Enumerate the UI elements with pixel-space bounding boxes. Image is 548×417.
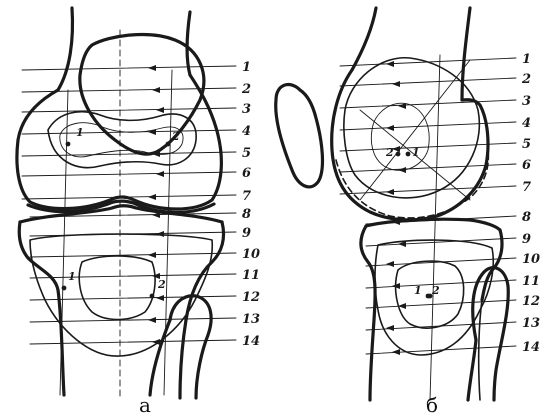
- level-arrow-b: [398, 167, 406, 173]
- reference-point-label: 2: [171, 130, 180, 143]
- level-line-a: [22, 152, 236, 156]
- level-arrow-a: [148, 194, 156, 200]
- level-line-b: [366, 238, 516, 246]
- axis-vertical-b: [430, 55, 440, 400]
- level-label-b: 4: [522, 116, 531, 131]
- axis-vertical-left: [60, 90, 68, 395]
- tibia-inner-contour: [79, 256, 155, 320]
- caption-b: б: [426, 393, 438, 417]
- level-arrow-b: [392, 81, 400, 87]
- condyle-outer-ring-b: [344, 58, 479, 198]
- level-label-b: 14: [522, 340, 540, 355]
- level-label-b: 7: [522, 180, 531, 195]
- fibula-inner-b: [479, 300, 482, 400]
- cartilage-dashed-b: [336, 150, 488, 218]
- level-arrow-b: [398, 103, 406, 109]
- level-label-b: 6: [522, 158, 531, 173]
- level-label-a: 11: [242, 268, 260, 283]
- axis-vertical-right: [164, 70, 172, 395]
- level-arrow-a: [156, 171, 164, 177]
- level-label-a: 2: [241, 82, 251, 97]
- level-arrow-a: [156, 107, 164, 113]
- tibia-shaft-right: [150, 320, 170, 395]
- level-label-a: 10: [242, 247, 260, 262]
- level-arrow-a: [148, 252, 156, 258]
- level-line-b: [340, 100, 516, 108]
- patella-b: [276, 85, 323, 187]
- level-label-a: 1: [242, 60, 251, 75]
- level-arrow-a: [152, 87, 160, 93]
- level-line-b: [340, 58, 516, 66]
- level-arrow-a: [156, 295, 164, 301]
- level-line-b: [366, 346, 516, 354]
- level-label-b: 9: [522, 232, 531, 247]
- level-arrow-b: [392, 349, 400, 355]
- panel-b: [276, 8, 509, 400]
- level-line-a: [30, 232, 236, 236]
- level-label-a: 9: [242, 226, 251, 241]
- level-label-b: 1: [522, 52, 531, 67]
- reference-point-label: 1: [68, 270, 76, 283]
- patella: [80, 35, 204, 155]
- level-arrow-b: [386, 261, 394, 267]
- reference-point-dot: [150, 294, 155, 299]
- reference-point-dot: [166, 142, 171, 147]
- reference-point-dot: [406, 152, 411, 157]
- level-label-a: 7: [242, 189, 251, 204]
- level-label-b: 3: [522, 94, 531, 109]
- level-label-b: 10: [522, 252, 540, 267]
- level-arrow-b: [386, 189, 394, 195]
- fibula-b: [473, 268, 509, 400]
- reference-point-label: 2: [385, 146, 394, 159]
- level-line-a: [22, 108, 236, 112]
- level-label-b: 12: [522, 294, 540, 309]
- level-label-b: 5: [522, 137, 531, 152]
- level-label-a: 6: [242, 166, 251, 181]
- level-label-b: 2: [521, 72, 531, 87]
- level-label-a: 5: [242, 146, 251, 161]
- fibula: [170, 296, 211, 398]
- level-arrow-b: [386, 61, 394, 67]
- reference-point-dot: [62, 286, 67, 291]
- level-arrow-a: [148, 65, 156, 71]
- level-arrow-b: [386, 125, 394, 131]
- level-label-a: 13: [242, 312, 260, 327]
- level-label-b: 8: [522, 210, 531, 225]
- reference-point-label: 1: [414, 284, 422, 297]
- femur-shaft-left: [58, 8, 72, 90]
- reference-point-label: 2: [157, 278, 166, 291]
- level-label-a: 3: [242, 102, 251, 117]
- reference-point-label: 1: [76, 126, 84, 139]
- tibia-back-b: [468, 340, 476, 400]
- reference-point-dot: [66, 142, 71, 147]
- level-label-a: 12: [242, 290, 260, 305]
- reference-point-label: 1: [412, 146, 420, 159]
- level-label-a: 4: [242, 124, 251, 139]
- level-label-b: 13: [522, 316, 540, 331]
- level-arrow-b: [386, 325, 394, 331]
- level-label-a: 14: [242, 334, 260, 349]
- femur-shaft-right: [187, 12, 190, 75]
- level-line-a: [22, 130, 236, 134]
- level-arrow-a: [156, 231, 164, 237]
- femur-shaft-front-b: [352, 8, 376, 70]
- level-line-a: [22, 172, 236, 176]
- level-line-b: [366, 280, 516, 288]
- condyle-inner-ring-b: [371, 103, 429, 170]
- level-label-b: 11: [522, 274, 540, 289]
- reference-point-dot: [396, 152, 401, 157]
- level-arrow-a: [148, 317, 156, 323]
- reference-point-label: 2: [431, 284, 440, 297]
- level-line-b: [340, 78, 516, 86]
- caption-a: а: [139, 393, 151, 417]
- level-line-b: [366, 300, 516, 308]
- level-label-a: 8: [242, 207, 251, 222]
